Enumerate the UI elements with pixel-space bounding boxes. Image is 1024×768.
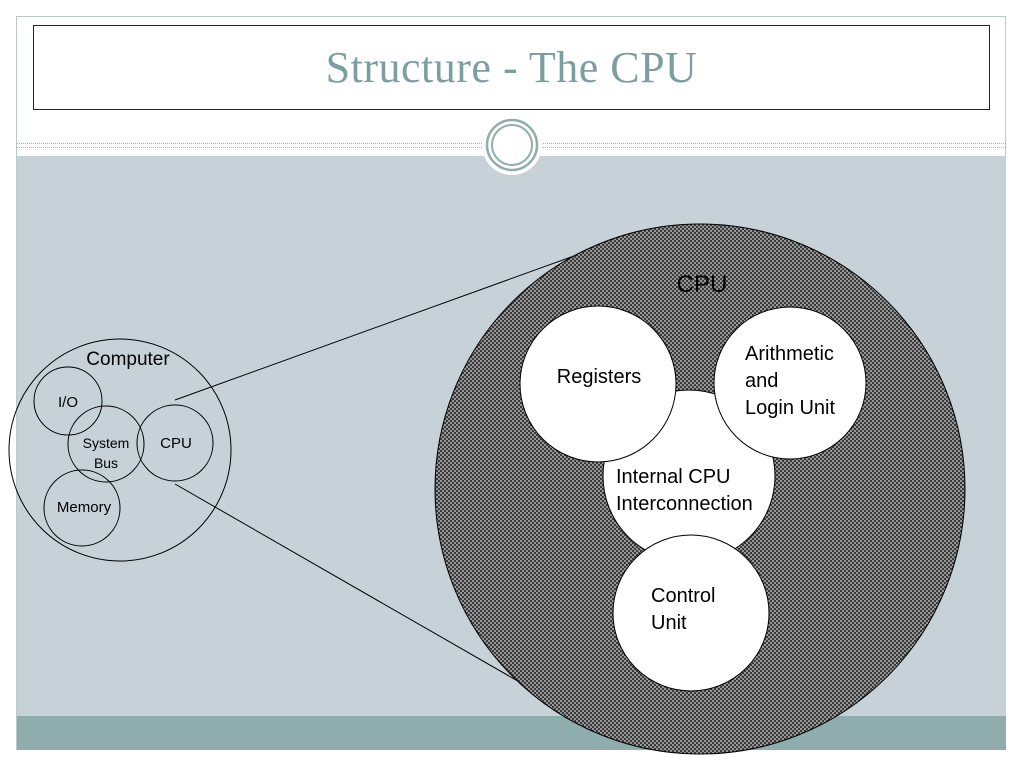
system-bus-label-line1: System <box>83 435 130 451</box>
system-bus-label-line2: Bus <box>94 455 118 471</box>
alu-circle <box>713 306 867 460</box>
registers-label: Registers <box>557 366 641 388</box>
system-bus-circle <box>67 405 145 483</box>
footer-band <box>17 716 1006 750</box>
alu-label-line1: Arithmetic <box>745 343 834 365</box>
interconnect-label-line2: Interconnection <box>616 493 753 515</box>
cpu-small-label: CPU <box>160 435 192 452</box>
computer-circle <box>8 338 232 562</box>
cpu-small-circle <box>136 404 214 482</box>
alu-label-line2: and <box>745 370 778 392</box>
title-box: Structure - The CPU <box>33 25 990 110</box>
io-circle <box>33 366 103 436</box>
registers-circle <box>519 305 677 463</box>
divider-ring-ornament <box>482 115 542 175</box>
slide-title: Structure - The CPU <box>325 43 698 92</box>
alu-label-line3: Login Unit <box>745 397 836 419</box>
computer-diagram: Computer I/O System Bus CPU Memory <box>8 338 232 562</box>
cpu-detail-diagram: CPU Registers Arithmetic and Login Unit … <box>434 223 966 755</box>
io-label: I/O <box>58 394 78 411</box>
control-unit-circle <box>612 534 770 692</box>
cpu-large-label: CPU <box>677 271 728 298</box>
computer-label: Computer <box>86 349 170 370</box>
zoom-line-top <box>174 247 597 401</box>
control-unit-label-line1: Control <box>651 585 715 607</box>
memory-label: Memory <box>57 499 112 516</box>
interconnect-label-line1: Internal CPU <box>616 466 731 488</box>
control-unit-label-line2: Unit <box>651 612 687 634</box>
memory-circle <box>43 469 121 547</box>
